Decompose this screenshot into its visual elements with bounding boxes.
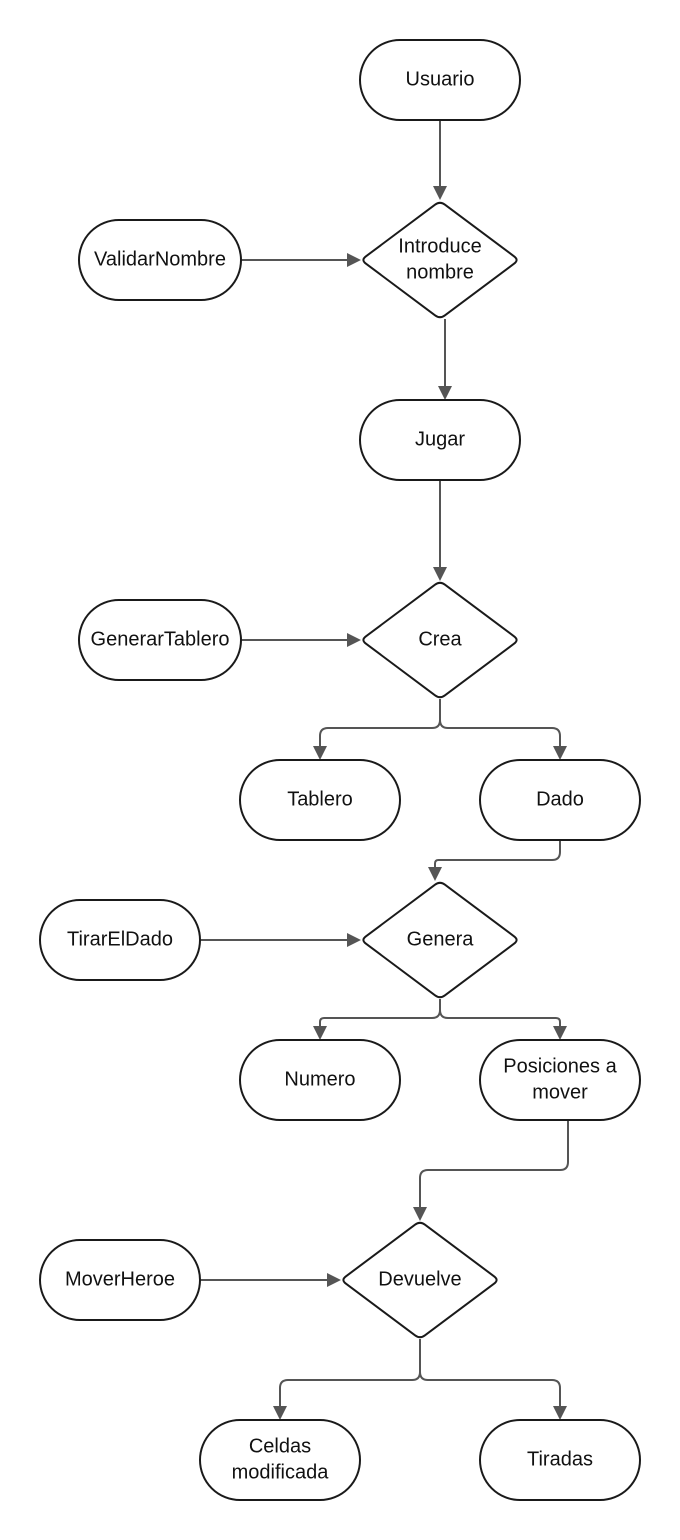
node-posiciones-a-mover: Posiciones a mover — [479, 1039, 641, 1121]
terminal-shape — [78, 219, 242, 301]
node-introduce-nombre: Introduce nombre — [362, 201, 518, 319]
arrowhead-icon — [553, 1406, 567, 1420]
edge-dado-to-genera — [428, 840, 561, 881]
arrowhead-icon — [313, 1026, 327, 1040]
edge-introduce-nombre-to-jugar — [438, 319, 452, 400]
edge-generar-tablero-to-crea — [241, 633, 361, 647]
decision-shape — [362, 881, 518, 999]
node-label: Tiradas — [527, 1448, 593, 1470]
edge-genera-to-posiciones-a-mover — [439, 999, 567, 1040]
node-label: Crea — [418, 628, 462, 650]
arrowhead-icon — [433, 186, 447, 200]
decision-shape — [362, 581, 518, 699]
arrowhead-icon — [553, 746, 567, 760]
node-devuelve: Devuelve — [342, 1221, 498, 1339]
edge-devuelve-to-tiradas — [419, 1339, 567, 1420]
terminal-shape — [359, 39, 521, 121]
arrowhead-icon — [273, 1406, 287, 1420]
node-tablero: Tablero — [239, 759, 401, 841]
node-label: Jugar — [415, 428, 465, 450]
arrowhead-icon — [438, 386, 452, 400]
terminal-shape — [239, 759, 401, 841]
node-label: Dado — [536, 788, 584, 810]
node-genera: Genera — [362, 881, 518, 999]
node-validar-nombre: ValidarNombre — [78, 219, 242, 301]
node-mover-heroe: MoverHeroe — [39, 1239, 201, 1321]
terminal-shape — [199, 1419, 361, 1501]
edge-tirar-el-dado-to-genera — [200, 933, 361, 947]
terminal-shape — [359, 399, 521, 481]
connector-line — [439, 699, 561, 746]
node-generar-tablero: GenerarTablero — [78, 599, 242, 681]
edge-validar-nombre-to-introduce-nombre — [241, 253, 361, 267]
terminal-shape — [39, 1239, 201, 1321]
edge-jugar-to-crea — [433, 480, 447, 581]
node-label: Celdas — [249, 1435, 311, 1457]
arrowhead-icon — [313, 746, 327, 760]
node-jugar: Jugar — [359, 399, 521, 481]
arrowhead-icon — [428, 867, 442, 881]
arrowhead-icon — [413, 1207, 427, 1221]
node-label: Devuelve — [378, 1268, 461, 1290]
arrowhead-icon — [553, 1026, 567, 1040]
terminal-shape — [239, 1039, 401, 1121]
node-label: TirarElDado — [67, 928, 173, 950]
terminal-shape — [78, 599, 242, 681]
node-label: modificada — [232, 1461, 330, 1483]
edge-crea-to-dado — [439, 699, 567, 760]
decision-shape — [342, 1221, 498, 1339]
edge-usuario-to-introduce-nombre — [433, 120, 447, 200]
terminal-shape — [39, 899, 201, 981]
connector-line — [319, 999, 441, 1026]
node-label: Usuario — [406, 68, 475, 90]
edges-layer — [200, 120, 569, 1420]
arrowhead-icon — [327, 1273, 341, 1287]
edge-devuelve-to-celdas-modificada — [273, 1339, 421, 1420]
terminal-shape — [479, 1039, 641, 1121]
terminal-shape — [479, 759, 641, 841]
edge-posiciones-a-mover-to-devuelve — [413, 1120, 569, 1221]
node-label: ValidarNombre — [94, 248, 226, 270]
node-usuario: Usuario — [359, 39, 521, 121]
connector-line — [419, 1120, 569, 1207]
node-numero: Numero — [239, 1039, 401, 1121]
decision-shape — [362, 201, 518, 319]
arrowhead-icon — [347, 253, 361, 267]
connector-line — [434, 840, 561, 867]
edge-genera-to-numero — [313, 999, 441, 1040]
connector-line — [279, 1339, 421, 1406]
node-celdas-modificada: Celdas modificada — [199, 1419, 361, 1501]
node-dado: Dado — [479, 759, 641, 841]
node-label: Posiciones a — [503, 1055, 617, 1077]
node-label: Genera — [407, 928, 475, 950]
node-crea: Crea — [362, 581, 518, 699]
node-label: Numero — [284, 1068, 355, 1090]
edge-mover-heroe-to-devuelve — [200, 1273, 341, 1287]
arrowhead-icon — [347, 933, 361, 947]
node-label: Introduce — [398, 235, 481, 257]
connector-line — [439, 999, 561, 1026]
node-tirar-el-dado: TirarElDado — [39, 899, 201, 981]
arrowhead-icon — [433, 567, 447, 581]
node-label: MoverHeroe — [65, 1268, 175, 1290]
node-label: Tablero — [287, 788, 353, 810]
connector-line — [419, 1339, 561, 1406]
node-tiradas: Tiradas — [479, 1419, 641, 1501]
terminal-shape — [479, 1419, 641, 1501]
node-label: GenerarTablero — [91, 628, 230, 650]
node-label: nombre — [406, 261, 474, 283]
arrowhead-icon — [347, 633, 361, 647]
node-label: mover — [532, 1081, 588, 1103]
edge-crea-to-tablero — [313, 699, 441, 760]
connector-line — [319, 699, 441, 746]
